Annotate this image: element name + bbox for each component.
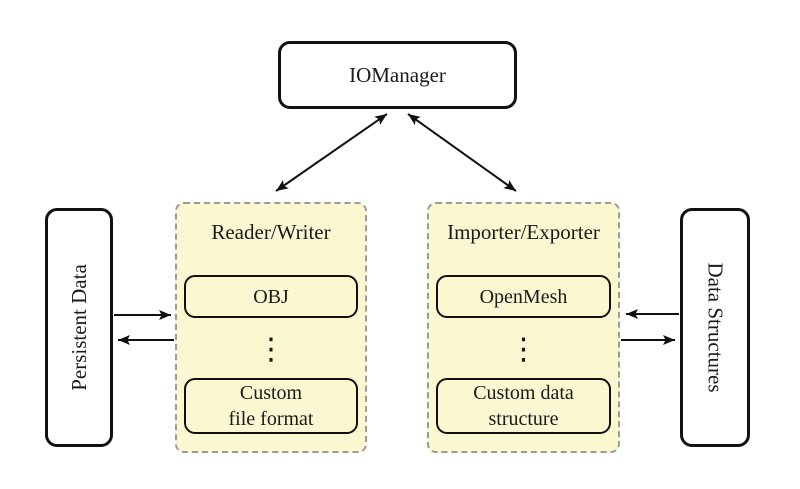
iomanager-label: IOManager	[349, 62, 446, 87]
obj-node: OBJ	[184, 275, 358, 318]
data-structures-label: Data Structures	[703, 262, 728, 393]
data-structures-node: Data Structures	[680, 208, 750, 447]
custom-file-format-node: Custom file format	[184, 378, 358, 434]
custom-data-structure-node: Custom data structure	[436, 378, 611, 434]
custom-data-structure-label: Custom data structure	[473, 382, 574, 430]
iomanager-node: IOManager	[278, 41, 517, 109]
obj-label: OBJ	[253, 285, 289, 308]
arrow-iomanager-importerexporter	[407, 113, 517, 192]
vertical-ellipsis-glyph: ⋮	[508, 332, 539, 367]
importer-exporter-group: Importer/Exporter OpenMesh ⋮ Custom data…	[427, 202, 620, 453]
importer-exporter-title: Importer/Exporter	[447, 220, 600, 244]
persistent-data-node: Persistent Data	[45, 208, 113, 447]
vertical-ellipsis-icon: ⋮	[177, 325, 365, 375]
openmesh-label: OpenMesh	[479, 285, 568, 308]
persistent-data-label: Persistent Data	[66, 264, 91, 391]
openmesh-node: OpenMesh	[436, 275, 611, 318]
reader-writer-title: Reader/Writer	[211, 220, 331, 244]
vertical-ellipsis-icon: ⋮	[429, 325, 618, 375]
vertical-ellipsis-glyph: ⋮	[256, 332, 286, 367]
arrow-iomanager-readerwriter	[275, 113, 388, 192]
reader-writer-group: Reader/Writer OBJ ⋮ Custom file format	[175, 202, 367, 453]
custom-file-format-label: Custom file format	[228, 382, 314, 430]
